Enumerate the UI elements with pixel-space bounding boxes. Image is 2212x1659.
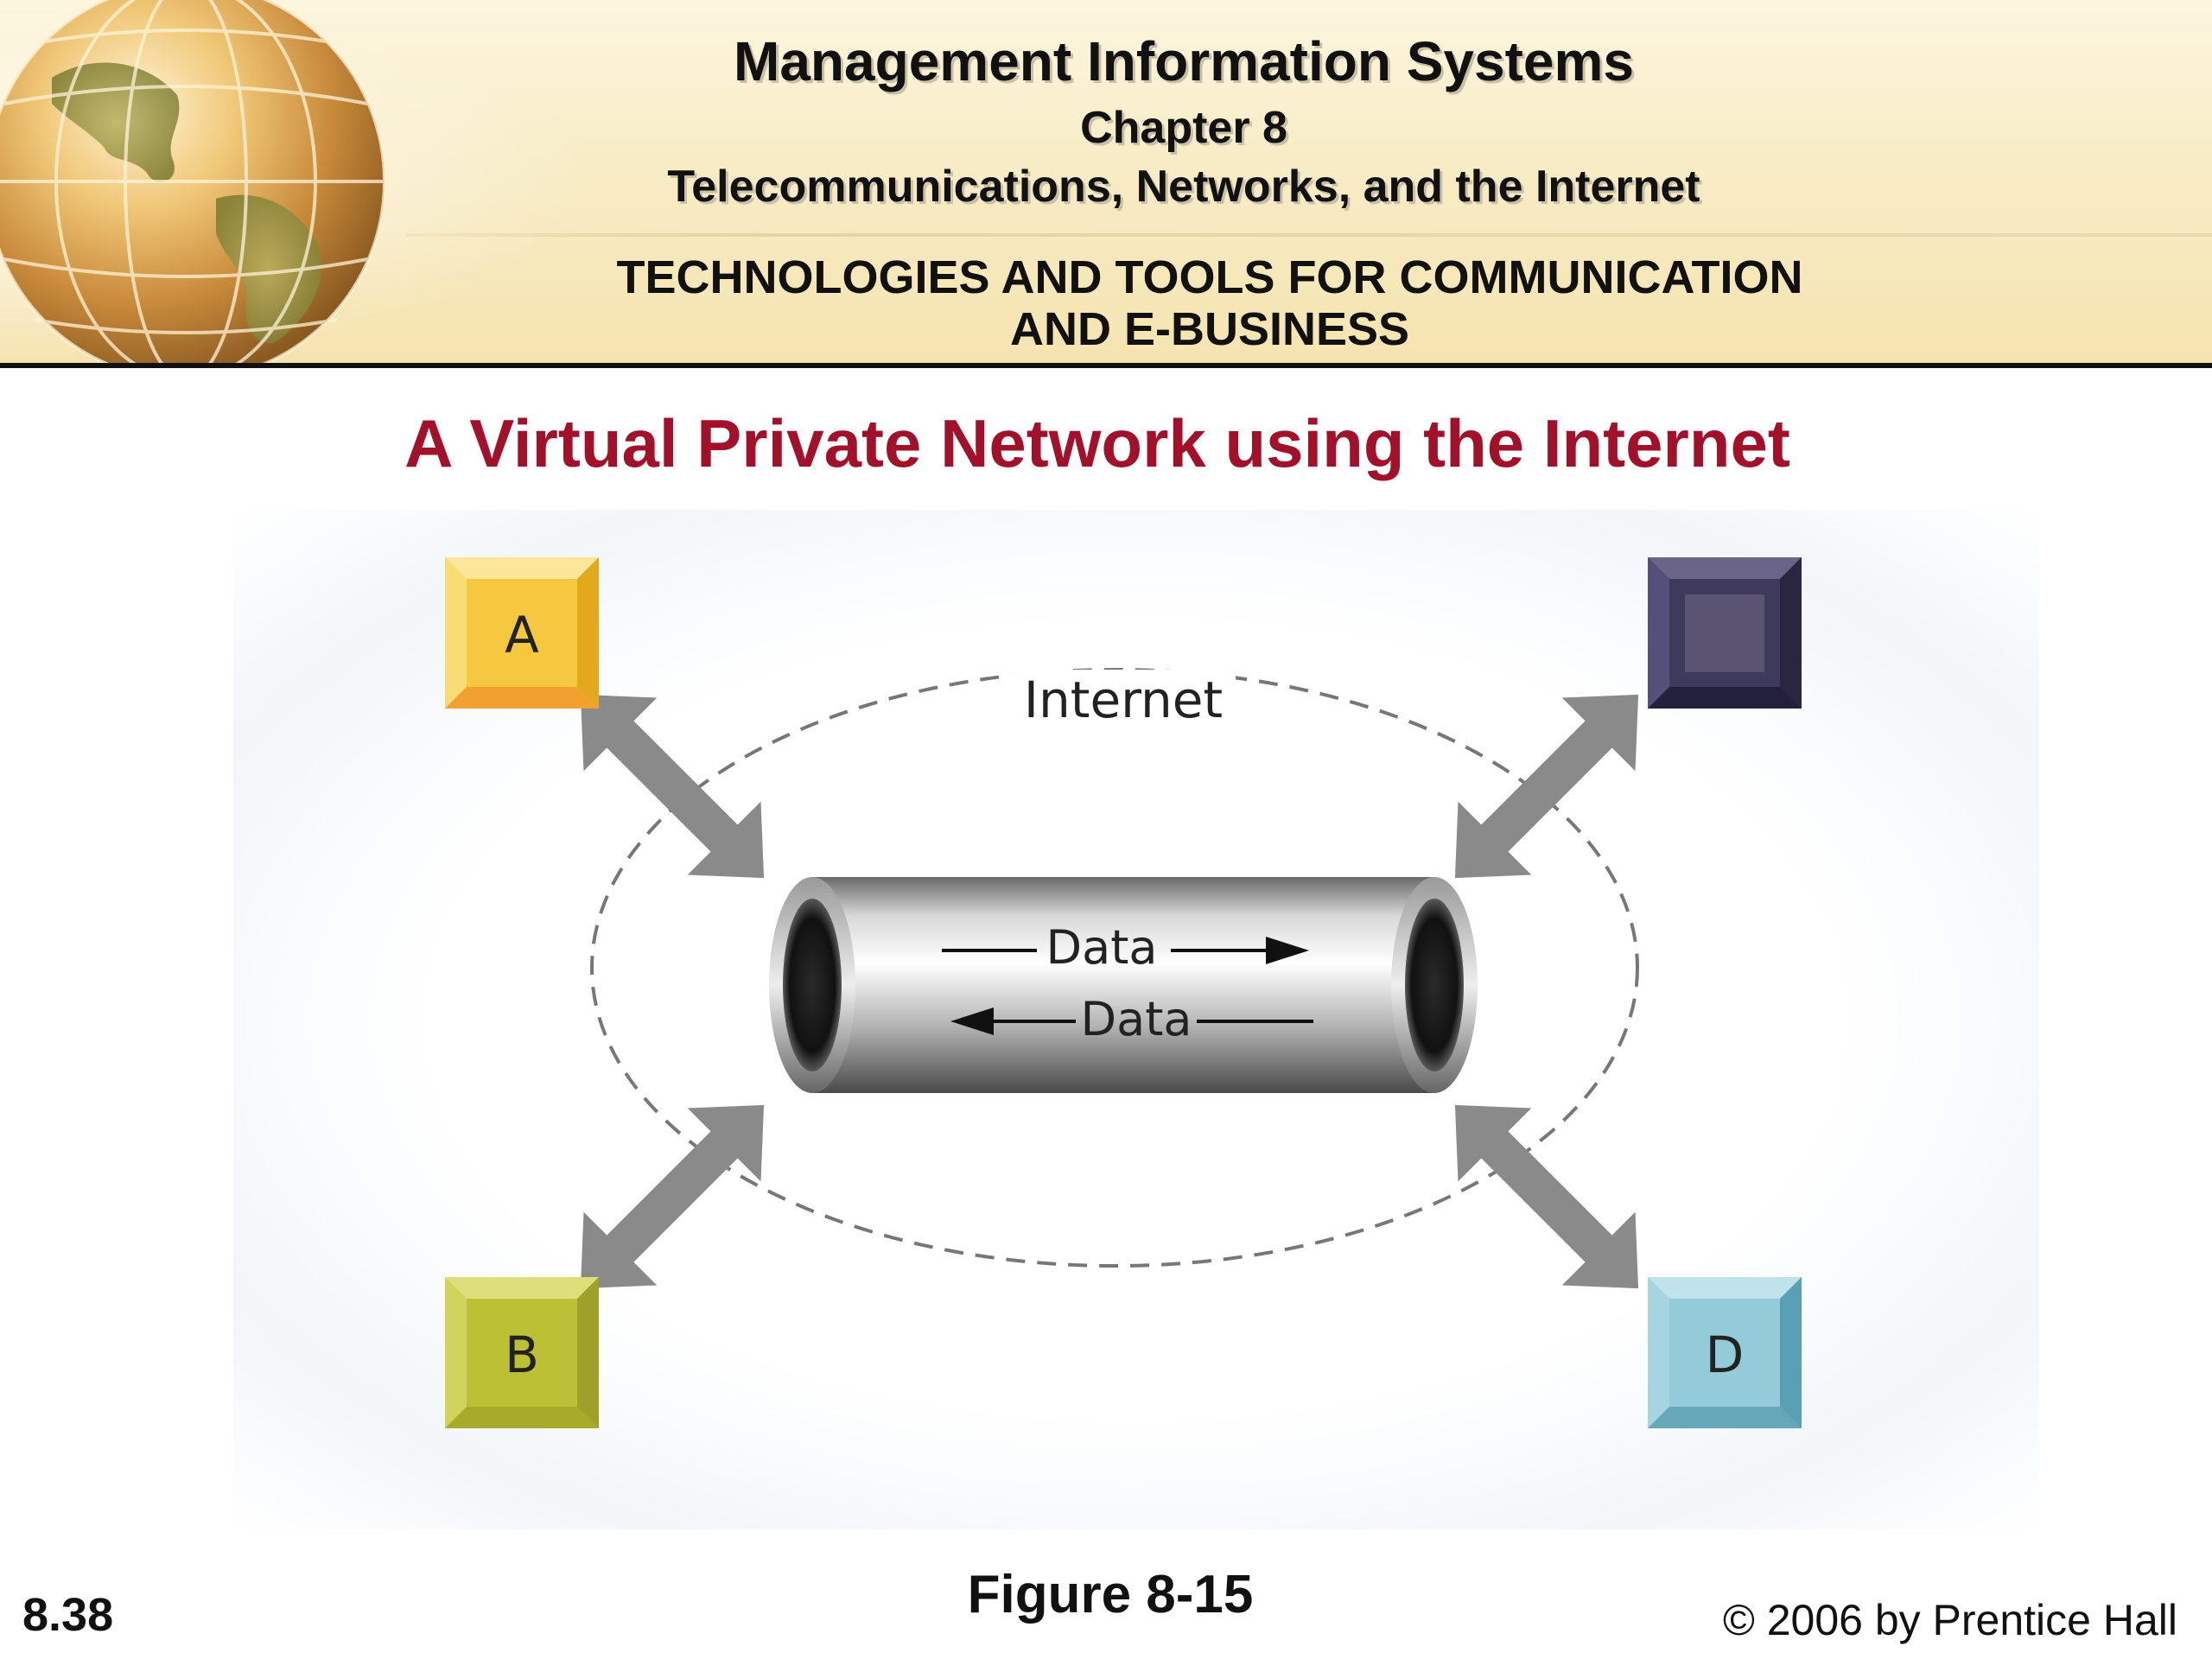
data-flow: Data Data — [942, 920, 1313, 1046]
header-divider — [406, 233, 2212, 237]
internet-label-backdrop — [1011, 670, 1236, 730]
data-label-reverse: Data — [1081, 992, 1192, 1046]
arrows — [580, 694, 1639, 1289]
arrow-c-icon — [1454, 694, 1639, 879]
figure-caption: Figure 8-15 — [967, 1565, 1254, 1624]
arrow-b-icon — [580, 1104, 765, 1289]
node-a: A — [445, 557, 599, 709]
copyright-notice: © 2006 by Prentice Hall — [1722, 1596, 2177, 1644]
internet-label: Internet — [1024, 671, 1223, 729]
slide-title: A Virtual Private Network using the Inte… — [404, 405, 1790, 481]
node-d-label: D — [1706, 1325, 1745, 1384]
header-rule — [0, 363, 2212, 368]
data-arrowhead-left-icon — [950, 1007, 994, 1035]
node-c — [1648, 557, 1802, 709]
data-label-forward: Data — [1046, 920, 1158, 975]
vpn-tunnel — [769, 877, 1478, 1093]
arrow-a-icon — [580, 694, 765, 879]
globe-icon — [0, 0, 386, 363]
arrow-d-icon — [1454, 1104, 1639, 1289]
section-title-line1: TECHNOLOGIES AND TOOLS FOR COMMUNICATION — [616, 251, 1803, 303]
slide-number: 8.38 — [22, 1589, 114, 1641]
node-b-label: B — [505, 1325, 539, 1384]
section-title-line2: AND E-BUSINESS — [1009, 303, 1410, 355]
chapter-number: Chapter 8 — [1080, 103, 1287, 153]
course-title: Management Information Systems — [734, 30, 1634, 92]
node-b: B — [445, 1277, 599, 1428]
node-a-label: A — [505, 606, 539, 664]
node-d: D — [1648, 1277, 1802, 1428]
chapter-title: Telecommunications, Networks, and the In… — [667, 162, 1700, 212]
data-arrowhead-right-icon — [1266, 937, 1309, 964]
